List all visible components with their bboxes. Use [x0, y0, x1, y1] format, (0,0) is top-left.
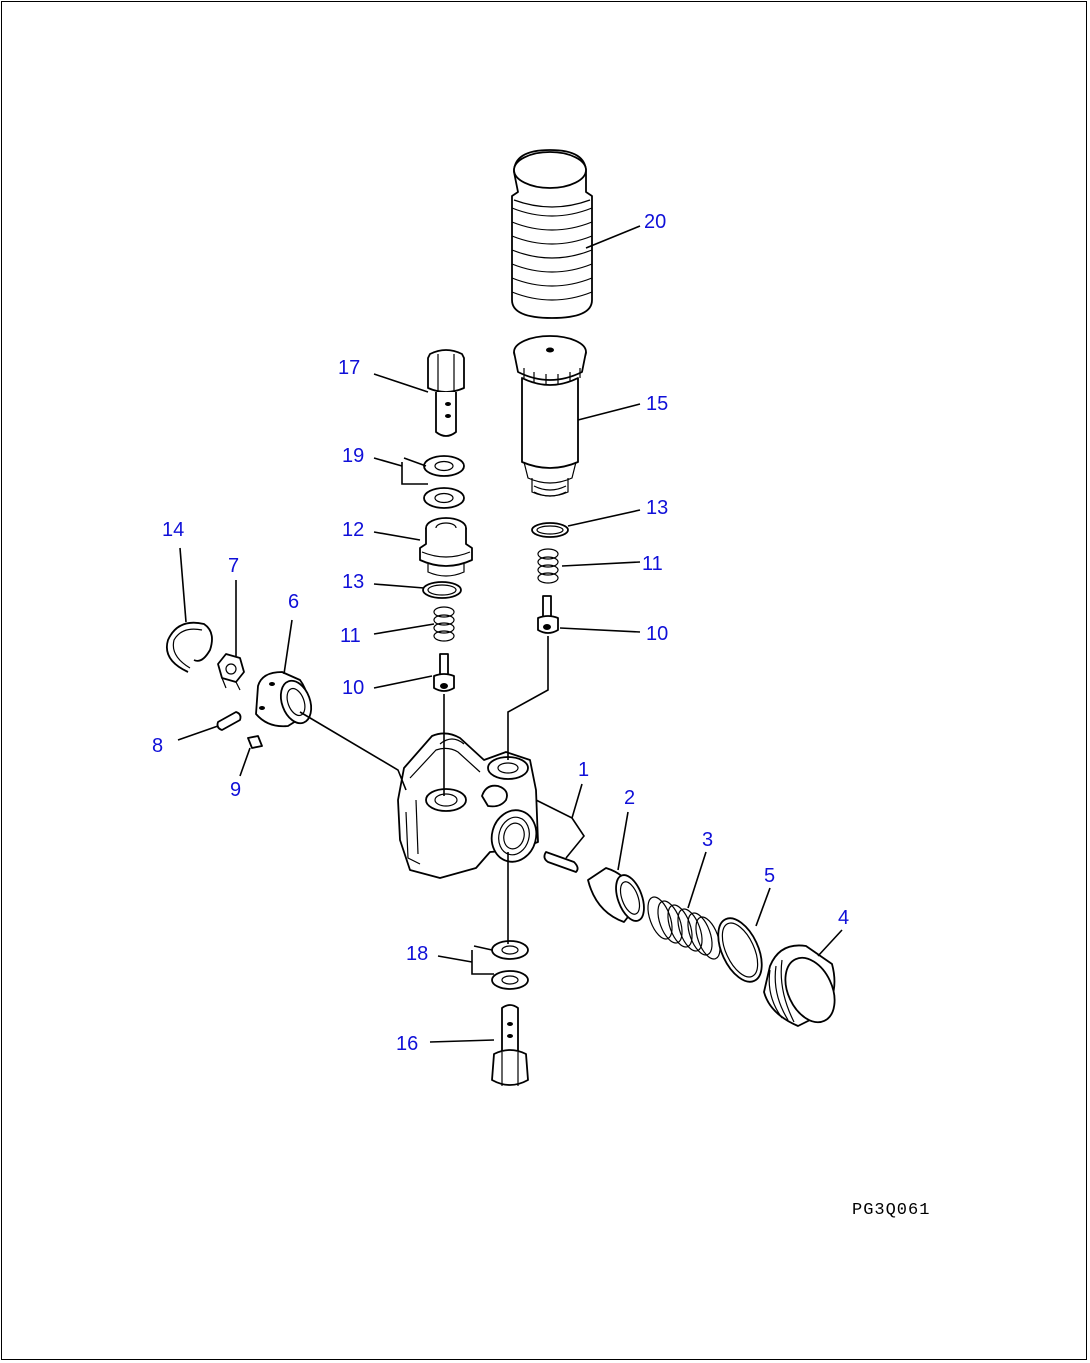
label-part-13-right: 13 — [646, 497, 668, 519]
priming-pump-part — [513, 335, 587, 497]
spring-left-part — [433, 606, 455, 642]
part-number-labels: 20 17 15 19 13 12 11 10 13 11 10 14 7 6 … — [152, 211, 849, 1055]
label-part-11-left: 11 — [340, 625, 361, 647]
pin-part — [216, 711, 242, 731]
sleeve-part — [587, 867, 645, 923]
spring-part — [647, 896, 721, 960]
label-part-11-right: 11 — [642, 553, 663, 575]
label-part-19: 19 — [342, 445, 364, 467]
valve-left-part — [433, 653, 455, 692]
washers-top-part — [401, 455, 465, 509]
banjo-bolt-bottom-part — [491, 1004, 529, 1086]
label-part-1: 1 — [578, 759, 589, 781]
label-part-6: 6 — [288, 591, 299, 613]
label-part-8: 8 — [152, 735, 163, 757]
bellows-cover-part — [511, 149, 593, 319]
label-part-5: 5 — [764, 865, 775, 887]
plug-part — [763, 944, 836, 1027]
label-part-9: 9 — [230, 779, 241, 801]
label-part-7: 7 — [228, 555, 239, 577]
label-part-2: 2 — [624, 787, 635, 809]
label-part-15: 15 — [646, 393, 668, 415]
washers-bottom-part — [471, 940, 529, 990]
o-ring-left-part — [422, 581, 462, 599]
leader-lines — [177, 225, 843, 1043]
banjo-bolt-top-part — [427, 349, 465, 437]
label-part-20: 20 — [644, 211, 666, 233]
label-part-18: 18 — [406, 943, 428, 965]
drawing-reference-code: PG3Q061 — [852, 1201, 930, 1220]
gasket-part — [717, 917, 763, 983]
small-screw-part — [247, 735, 263, 749]
label-part-12: 12 — [342, 519, 364, 541]
label-part-16: 16 — [396, 1033, 418, 1055]
label-part-17: 17 — [338, 357, 360, 379]
label-part-10-left: 10 — [342, 677, 364, 699]
body-pin-part — [543, 851, 579, 873]
label-part-4: 4 — [838, 907, 849, 929]
assembly-lines — [299, 636, 549, 944]
valve-right-part — [537, 595, 559, 634]
label-part-3: 3 — [702, 829, 713, 851]
connector-part — [419, 517, 473, 577]
spring-right-part — [537, 548, 559, 584]
label-part-10-right: 10 — [646, 623, 668, 645]
label-part-14: 14 — [162, 519, 184, 541]
snap-ring-part — [166, 621, 213, 673]
o-ring-right-part — [531, 522, 569, 538]
tappet-holder-part — [255, 671, 313, 728]
pump-body-part — [397, 732, 539, 879]
nut-part — [217, 653, 245, 691]
label-part-13-left: 13 — [342, 571, 364, 593]
